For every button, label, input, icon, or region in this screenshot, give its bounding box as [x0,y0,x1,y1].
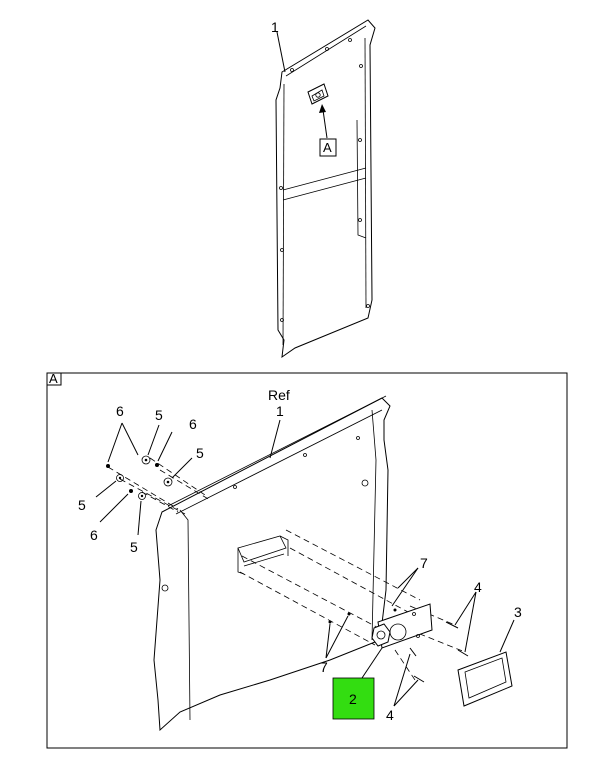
screws [409,621,469,683]
highlight-box-item-2[interactable] [332,677,375,720]
left-fastener-guides [107,457,211,515]
latch-bracket [328,603,433,649]
callout-1-top: 1 [271,19,279,35]
callout-5-d: 5 [130,539,138,555]
bezel-part [457,651,513,707]
callout-6-a: 6 [116,403,124,419]
ref-leader [269,419,281,459]
latch-guides [239,529,466,681]
callout-5-a: 5 [155,407,163,423]
detail-tag-label: A [49,371,58,386]
callout-4-upper: 4 [474,579,482,595]
callout-5-b: 5 [196,445,204,461]
callout-6-c: 6 [90,527,98,543]
callout-5-c: 5 [78,497,86,513]
detail-frame [46,372,568,749]
view-marker-box [319,138,337,157]
callout-ref-word: Ref [268,387,290,403]
callout-3: 3 [514,604,522,620]
right-leaders [325,567,515,707]
detail-tag-box [46,372,62,386]
top-door-panel [275,19,376,359]
callout-7-upper: 7 [420,555,428,571]
left-leaders [95,422,193,536]
callout-4-lower: 4 [386,707,394,723]
left-fasteners [106,455,173,500]
callout-7-lower: 7 [320,659,328,675]
callout-2: 2 [349,691,357,707]
arrow-icon [319,104,326,113]
callout-6-b: 6 [189,416,197,432]
detail-door-panel [153,395,391,732]
callout-ref-number: 1 [276,403,284,419]
view-marker-label: A [323,140,332,155]
